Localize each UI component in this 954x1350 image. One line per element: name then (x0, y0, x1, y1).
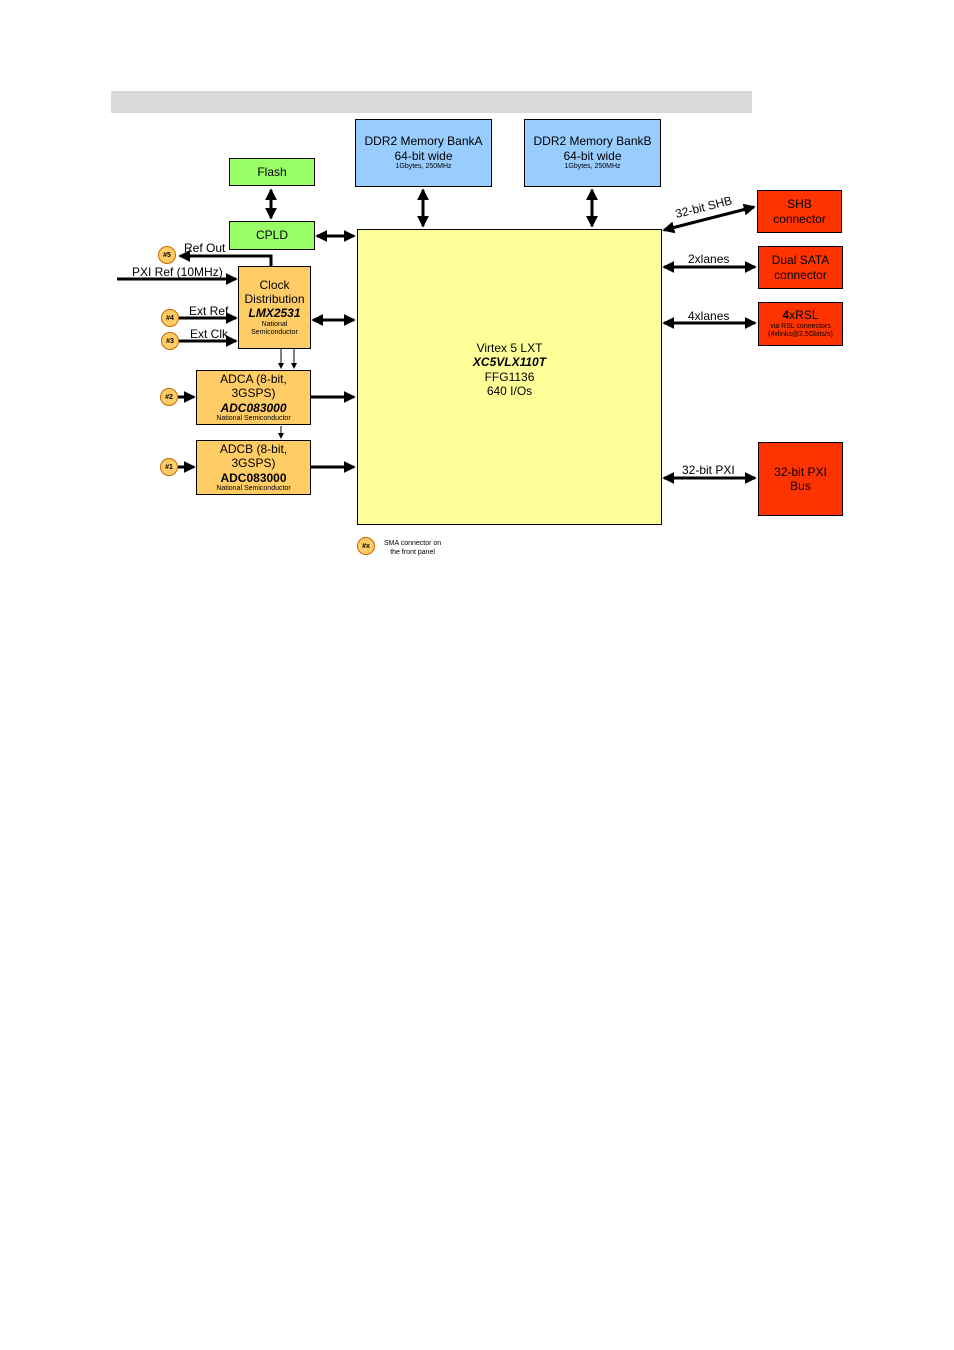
adca-vendor: National Semiconductor (216, 414, 291, 422)
adcb-line2: 3GSPS) (231, 456, 276, 471)
flash-block: Flash (229, 158, 315, 186)
rsl-title: 4xRSL (782, 308, 818, 322)
legend-line1: SMA connector on (384, 540, 442, 547)
clock-line1: Clock (259, 277, 290, 292)
adcb-part: ADC083000 (220, 470, 287, 485)
sata-connector-block: Dual SATA connector (758, 246, 843, 289)
clock-distribution-block: Clock Distribution LMX2531 National Semi… (238, 266, 311, 349)
rsl-title-rest: xRSL (789, 308, 819, 323)
legend-text: SMA connector on the front panel (384, 539, 441, 557)
ddr2-a-size: 1Gbytes, 250MHz (395, 163, 452, 171)
clock-part: LMX2531 (248, 306, 301, 321)
rsl-line2: via RSL connectors (770, 322, 831, 330)
fpga-block: Virtex 5 LXT XC5VLX110T FFG1136 640 I/Os (357, 229, 662, 525)
adca-line1: ADCA (8-bit, (220, 371, 287, 386)
shb-line1: SHB (787, 197, 812, 212)
rsl-connector-block: 4xRSL via RSL connectors (4xlinks@2.5Gbi… (758, 302, 843, 346)
ddr2-a-title: DDR2 Memory BankA (364, 134, 483, 149)
ddr2-bank-b-block: DDR2 Memory BankB 64-bit wide 1Gbytes, 2… (524, 119, 661, 187)
pxi-link-label: 32-bit PXI (682, 463, 735, 477)
pxi-line2: Bus (790, 479, 811, 493)
rsl-link-label: 4xlanes (688, 309, 730, 323)
legend-line2: the front panel (390, 549, 435, 557)
fpga-io: 640 I/Os (486, 384, 533, 399)
sma-connector-5: #5 (158, 246, 176, 264)
header-bar (111, 91, 752, 113)
ddr2-b-size: 1Gbytes, 250MHz (564, 163, 621, 171)
ext-clk-label: Ext Clk (190, 327, 229, 341)
adca-line2: 3GSPS) (231, 386, 276, 401)
adcb-vendor: National Semiconductor (216, 484, 291, 492)
fpga-package: FFG1136 (484, 369, 535, 384)
sata-line2: connector (774, 267, 827, 282)
sata-line1: Dual SATA (771, 253, 830, 268)
ddr2-b-title: DDR2 Memory BankB (533, 134, 652, 149)
clock-vendor2: Semiconductor (251, 329, 298, 337)
pxi-bus-block: 32-bit PXI Bus (758, 442, 843, 516)
ref-out-line (178, 250, 273, 266)
adca-part: ADC083000 (220, 400, 287, 415)
ddr2-a-width: 64-bit wide (394, 148, 453, 163)
adca-block: ADCA (8-bit, 3GSPS) ADC083000 National S… (196, 370, 311, 425)
sma-connector-2: #2 (160, 388, 178, 406)
clock-vendor1: National (261, 320, 288, 328)
fpga-family: Virtex 5 LXT (476, 341, 543, 355)
adcb-block: ADCB (8-bit, 3GSPS) ADC083000 National S… (196, 440, 311, 495)
cpld-block: CPLD (229, 221, 315, 250)
rsl-title-bold: 4 (782, 308, 790, 323)
ref-out-label: Ref Out (184, 241, 226, 255)
adcb-line1: ADCB (8-bit, (219, 441, 288, 456)
sma-connector-3: #3 (161, 332, 179, 350)
sata-link-label: 2xlanes (688, 252, 730, 266)
pxi-line1: 32-bit PXI (774, 464, 827, 479)
shb-connector-block: SHB connector (757, 190, 842, 233)
fpga-part: XC5VLX110T (472, 355, 547, 370)
ddr2-b-width: 64-bit wide (563, 148, 622, 163)
sma-connector-4: #4 (161, 309, 179, 327)
sma-connector-1: #1 (160, 458, 178, 476)
pxi-ref-label: PXI Ref (10MHz) (132, 265, 223, 279)
shb-line2: connector (773, 211, 826, 226)
ext-ref-label: Ext Ref (189, 304, 229, 318)
legend-sma-symbol: #x (357, 537, 375, 555)
clock-line2: Distribution (244, 291, 305, 306)
ddr2-bank-a-block: DDR2 Memory BankA 64-bit wide 1Gbytes, 2… (355, 119, 492, 187)
rsl-line3: (4xlinks@2.5Gbits/s) (768, 331, 833, 339)
fpga-shb-link (662, 203, 756, 234)
